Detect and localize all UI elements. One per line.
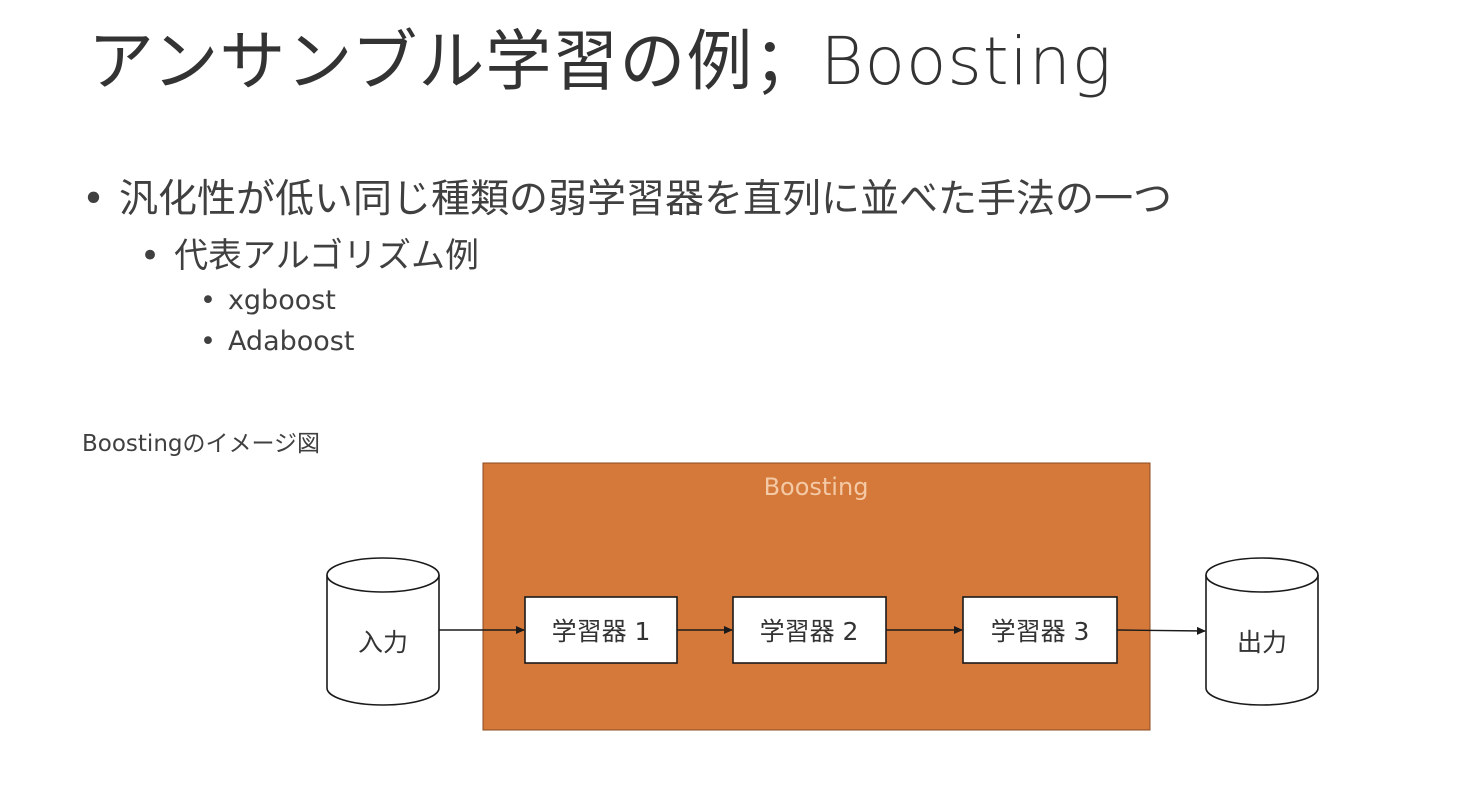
- learner-box: 学習器 1: [524, 596, 678, 664]
- bullet-level3-item: • Adaboost: [200, 326, 354, 357]
- learner-box: 学習器 2: [732, 596, 887, 664]
- bullet-level2: • 代表アルゴリズム例: [140, 228, 479, 277]
- boosting-container-label: Boosting: [764, 473, 869, 501]
- bullet-text: 代表アルゴリズム例: [174, 236, 480, 276]
- input-cylinder: 入力: [326, 557, 440, 706]
- diagram-caption: Boostingのイメージ図: [82, 431, 321, 457]
- bullet-dot: •: [82, 177, 106, 222]
- bullet-dot: •: [200, 285, 216, 316]
- learner-label: 学習器 3: [991, 617, 1090, 646]
- learner-label: 学習器 2: [760, 617, 859, 646]
- output-label: 出力: [1237, 628, 1287, 657]
- bullet-text: Adaboost: [227, 326, 355, 357]
- learner-box: 学習器 3: [962, 596, 1118, 664]
- bullet-dot: •: [200, 326, 216, 357]
- bullet-text: xgboost: [227, 285, 336, 316]
- bullet-dot: •: [140, 236, 161, 276]
- flow-arrow: [1116, 626, 1206, 635]
- output-cylinder: 出力: [1205, 557, 1319, 706]
- bullet-text: 汎化性が低い同じ種類の弱学習器を直列に並べた手法の一つ: [119, 177, 1173, 222]
- bullet-level3-item: • xgboost: [200, 285, 336, 316]
- input-label: 入力: [358, 628, 408, 657]
- learner-label: 学習器 1: [552, 617, 651, 646]
- bullet-level1: • 汎化性が低い同じ種類の弱学習器を直列に並べた手法の一つ: [82, 168, 1172, 224]
- slide-title: アンサンブル学習の例；Boosting: [88, 23, 1113, 100]
